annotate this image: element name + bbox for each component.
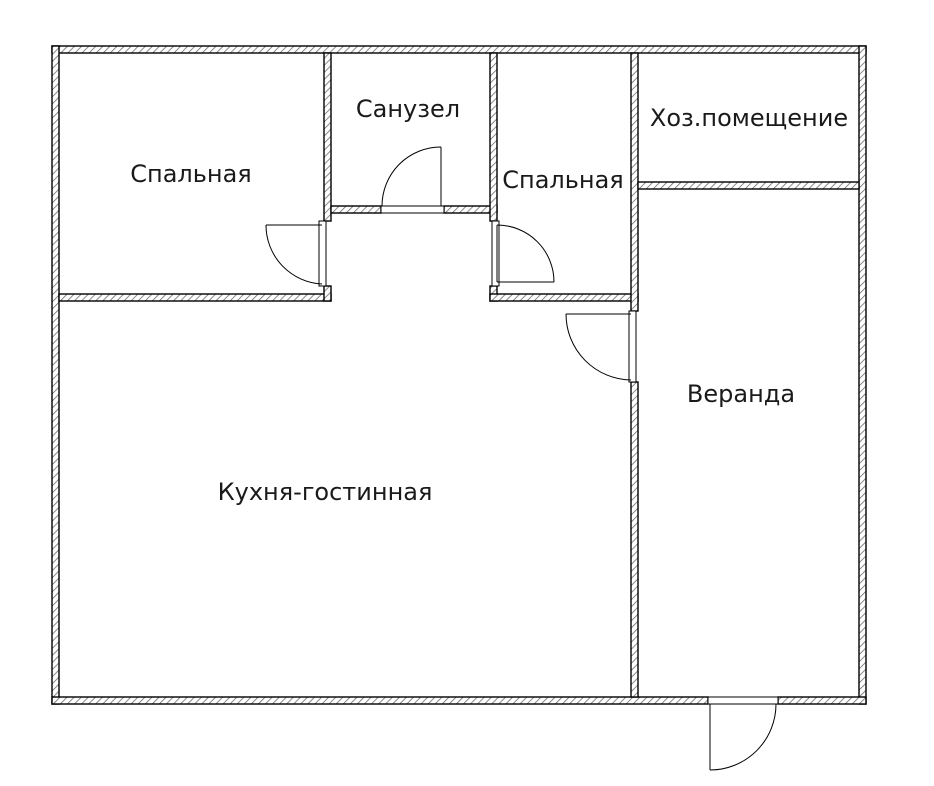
door-bathroom-swing xyxy=(381,146,442,207)
wall-bathroom-right xyxy=(489,52,498,222)
wall-bedroom-middle-right xyxy=(630,52,639,312)
outer-wall-right xyxy=(858,45,867,705)
label-kitchen-living: Кухня-гостинная xyxy=(218,478,433,506)
wall-bedroom-left-right-upper xyxy=(323,52,332,222)
label-utility: Хоз.помещение xyxy=(650,104,848,132)
door-bedroom-left-opening xyxy=(318,220,327,287)
wall-utility-bottom xyxy=(637,181,860,190)
wall-bathroom-bottom-right xyxy=(443,205,498,214)
door-veranda-swing xyxy=(565,313,632,381)
outer-wall-top xyxy=(51,45,867,54)
door-entrance-swing xyxy=(709,703,777,771)
label-bedroom-middle: Спальная xyxy=(502,166,623,194)
outer-walls xyxy=(51,45,867,705)
wall-bedroom-left-bottom xyxy=(58,293,332,302)
door-veranda xyxy=(565,310,637,383)
label-bathroom: Санузел xyxy=(356,95,460,123)
doors xyxy=(265,146,779,771)
wall-veranda-left xyxy=(630,381,639,698)
door-bedroom-left xyxy=(265,220,327,287)
outer-wall-left xyxy=(51,45,60,705)
wall-bedroom-left-right-lower xyxy=(323,285,332,302)
door-bedroom-left-swing xyxy=(265,224,323,285)
door-bedroom-middle-swing xyxy=(496,224,555,283)
door-bedroom-middle-opening xyxy=(491,220,500,287)
door-bedroom-middle xyxy=(491,220,555,287)
label-bedroom-left: Спальная xyxy=(130,160,251,188)
interior-walls xyxy=(58,52,860,698)
door-bathroom-opening xyxy=(380,205,445,214)
wall-bathroom-bottom-left xyxy=(330,205,382,214)
wall-bedroom-middle-bottom xyxy=(489,293,639,302)
door-entrance-opening xyxy=(707,696,779,705)
outer-wall-bottom-right xyxy=(777,696,867,705)
label-veranda: Веранда xyxy=(687,380,795,408)
room-labels: Спальная Санузел Спальная Хоз.помещение … xyxy=(130,95,848,506)
door-entrance xyxy=(707,696,779,771)
door-veranda-opening xyxy=(628,310,637,383)
outer-wall-bottom-left xyxy=(51,696,709,705)
door-bathroom xyxy=(380,146,445,214)
